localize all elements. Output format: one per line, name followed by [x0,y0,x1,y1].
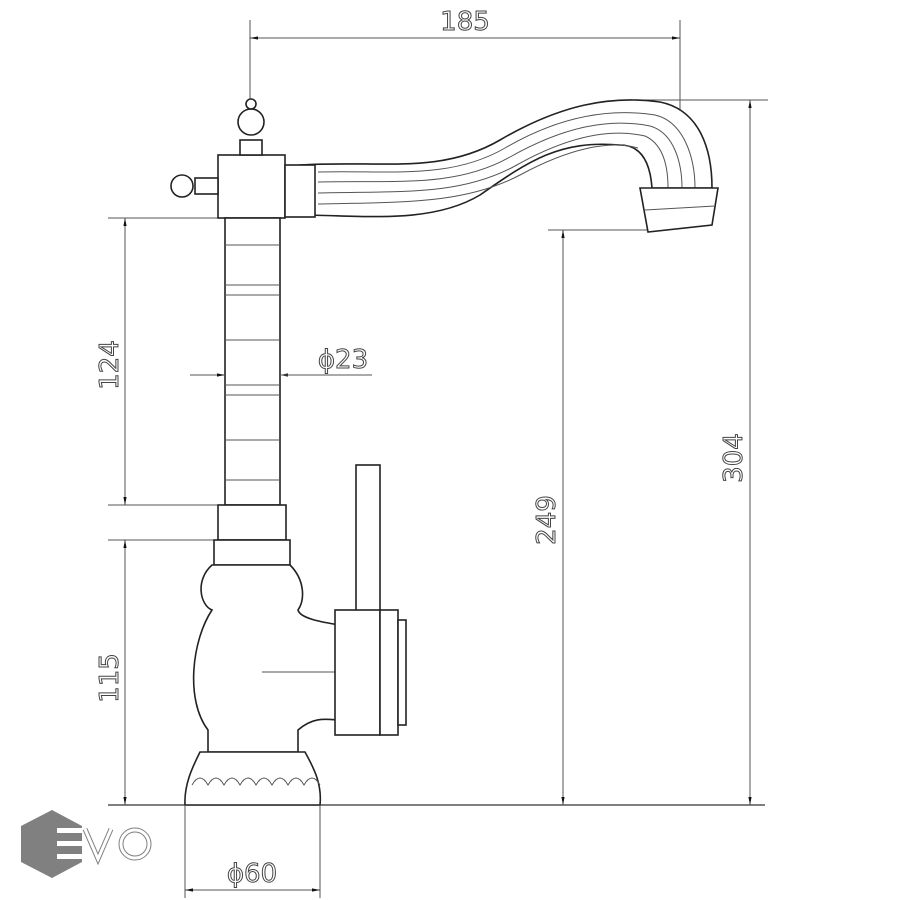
dimension-spout-reach: 185 [249,7,681,190]
faucet-outline: ϕ23 [170,98,719,806]
dimension-label: 304 [719,433,749,483]
dimension-label: 124 [95,340,125,390]
dimension-total-height: 304 [640,99,768,805]
dimension-base-diameter: ϕ60 [184,805,321,898]
dimension-outlet-height: 249 [532,229,650,805]
dimension-label: 185 [440,7,490,37]
dimension-upper-column: 124 [95,217,225,506]
dimension-label: 249 [532,495,562,545]
dimension-label-column-diameter: ϕ23 [318,345,368,375]
dimension-label: 115 [95,653,125,703]
dimension-label: ϕ60 [227,859,277,889]
dimension-lower-body: 115 [95,539,220,805]
evo-logo [21,810,152,878]
